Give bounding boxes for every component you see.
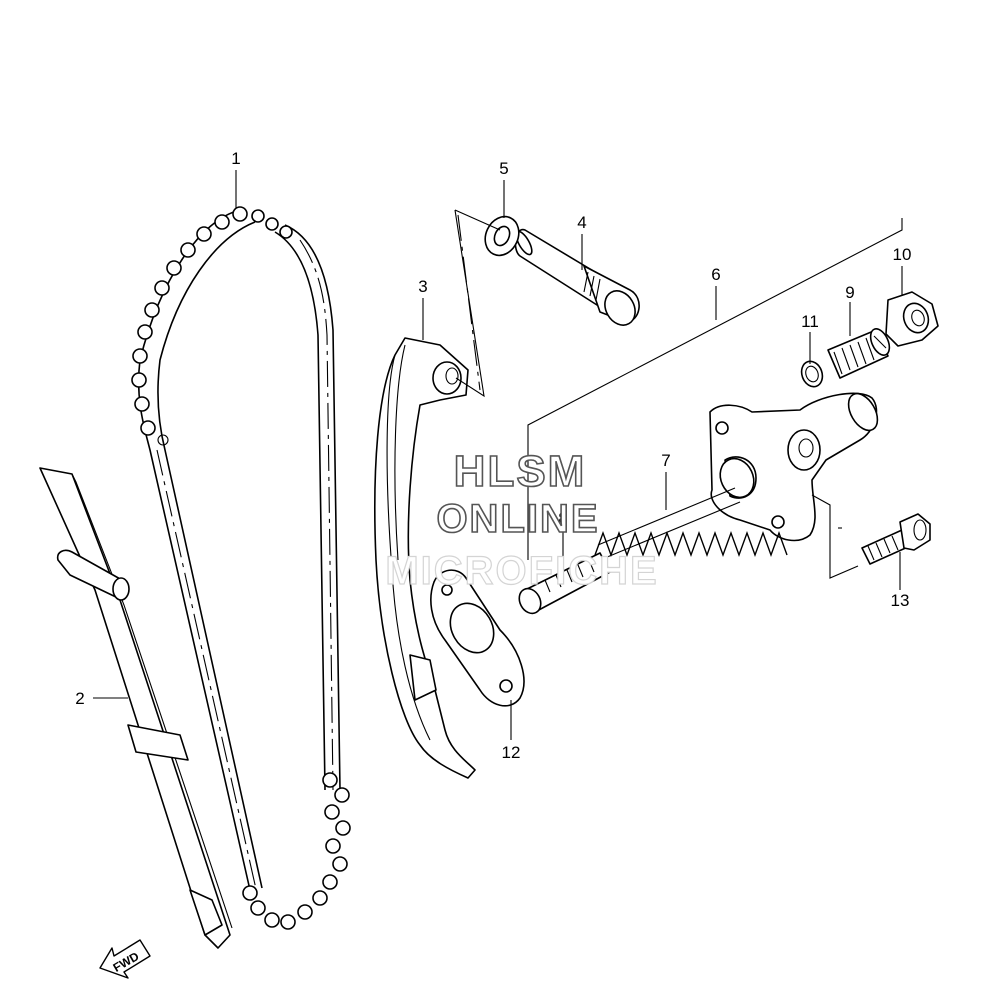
callout-4: 4 <box>577 213 586 232</box>
watermark-line-3: MICROFICHE <box>385 549 658 593</box>
lock-nut <box>885 291 939 347</box>
callout-10: 10 <box>893 245 912 264</box>
watermark-line-2: ONLINE <box>436 497 599 541</box>
watermark-line-1: HLSM <box>454 447 587 496</box>
callout-3: 3 <box>418 277 427 296</box>
gasket <box>430 569 525 707</box>
fwd-arrow: FWD <box>99 939 151 979</box>
callout-9: 9 <box>845 283 854 302</box>
callout-12: 12 <box>502 743 521 762</box>
leader-lines <box>93 170 903 740</box>
mounting-bolt <box>861 513 931 565</box>
callout-8: 8 <box>558 509 567 528</box>
tensioner-push-rod <box>518 552 611 615</box>
callout-13: 13 <box>891 591 910 610</box>
chain-tensioner-guide <box>374 337 476 779</box>
washer <box>484 215 520 257</box>
callout-11: 11 <box>801 312 819 331</box>
callout-5: 5 <box>499 159 508 178</box>
o-ring <box>800 360 824 388</box>
callout-1: 1 <box>231 149 240 168</box>
cam-chain <box>131 206 351 930</box>
callout-6: 6 <box>711 265 720 284</box>
chain-links-lower <box>242 772 351 930</box>
watermark: HLSM ONLINE MICROFICHE <box>385 446 658 593</box>
adjuster-screw <box>827 328 891 379</box>
tensioner-spring <box>594 487 788 561</box>
tensioner-assembly <box>709 392 879 542</box>
callout-labels: 1 2 3 4 5 6 7 8 9 10 11 12 13 <box>75 149 911 762</box>
cam-chain-guide <box>39 467 233 949</box>
chain-links-upper <box>131 206 293 446</box>
callout-2: 2 <box>75 689 84 708</box>
guide-pin-bolt <box>514 228 640 326</box>
callout-7: 7 <box>661 451 670 470</box>
